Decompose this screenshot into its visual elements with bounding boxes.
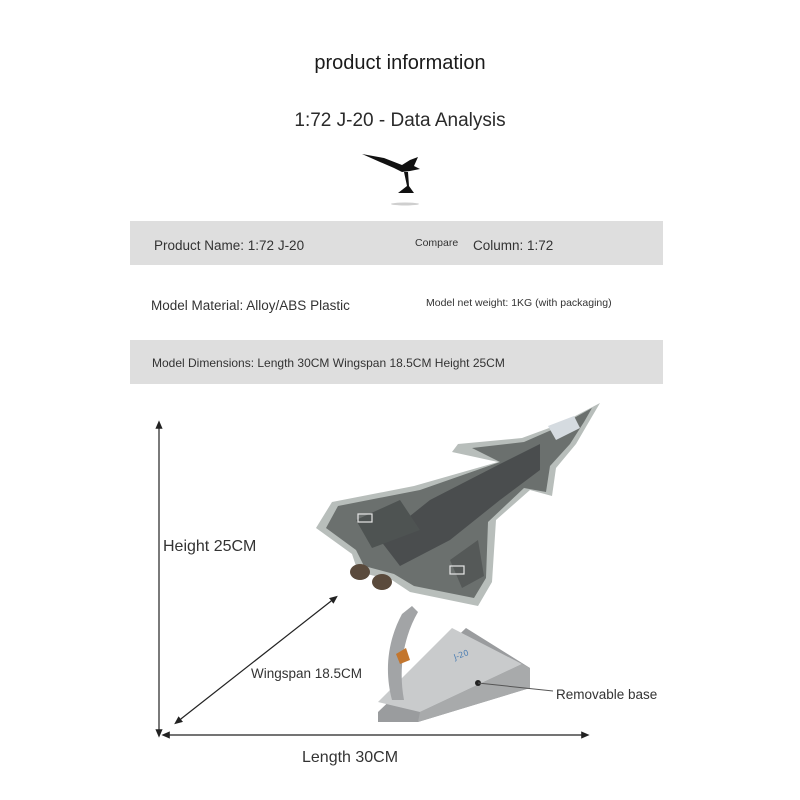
product-name-label: Product Name: 1:72 J-20 bbox=[154, 238, 305, 253]
spec-band-name bbox=[130, 221, 663, 265]
removable-base-annotation: Removable base bbox=[556, 687, 658, 702]
wingspan-annotation: Wingspan 18.5CM bbox=[251, 666, 363, 681]
base-leader bbox=[477, 682, 554, 692]
material-label: Model Material: Alloy/ABS Plastic bbox=[151, 298, 350, 313]
height-annotation: Height 25CM bbox=[163, 538, 257, 555]
wingspan-arrow bbox=[174, 595, 338, 725]
compare-label: Compare bbox=[415, 237, 459, 249]
j20-aircraft bbox=[316, 403, 600, 606]
page-subtitle: 1:72 J-20 - Data Analysis bbox=[294, 110, 506, 131]
page-title: product information bbox=[314, 52, 486, 74]
stand-base: J-20 bbox=[378, 628, 530, 722]
weight-label: Model net weight: 1KG (with packaging) bbox=[426, 297, 612, 309]
length-annotation: Length 30CM bbox=[302, 749, 399, 766]
scale-column-label: Column: 1:72 bbox=[473, 238, 554, 253]
dimensions-label: Model Dimensions: Length 30CM Wingspan 1… bbox=[152, 356, 505, 370]
spec-band-dimensions bbox=[130, 340, 663, 384]
